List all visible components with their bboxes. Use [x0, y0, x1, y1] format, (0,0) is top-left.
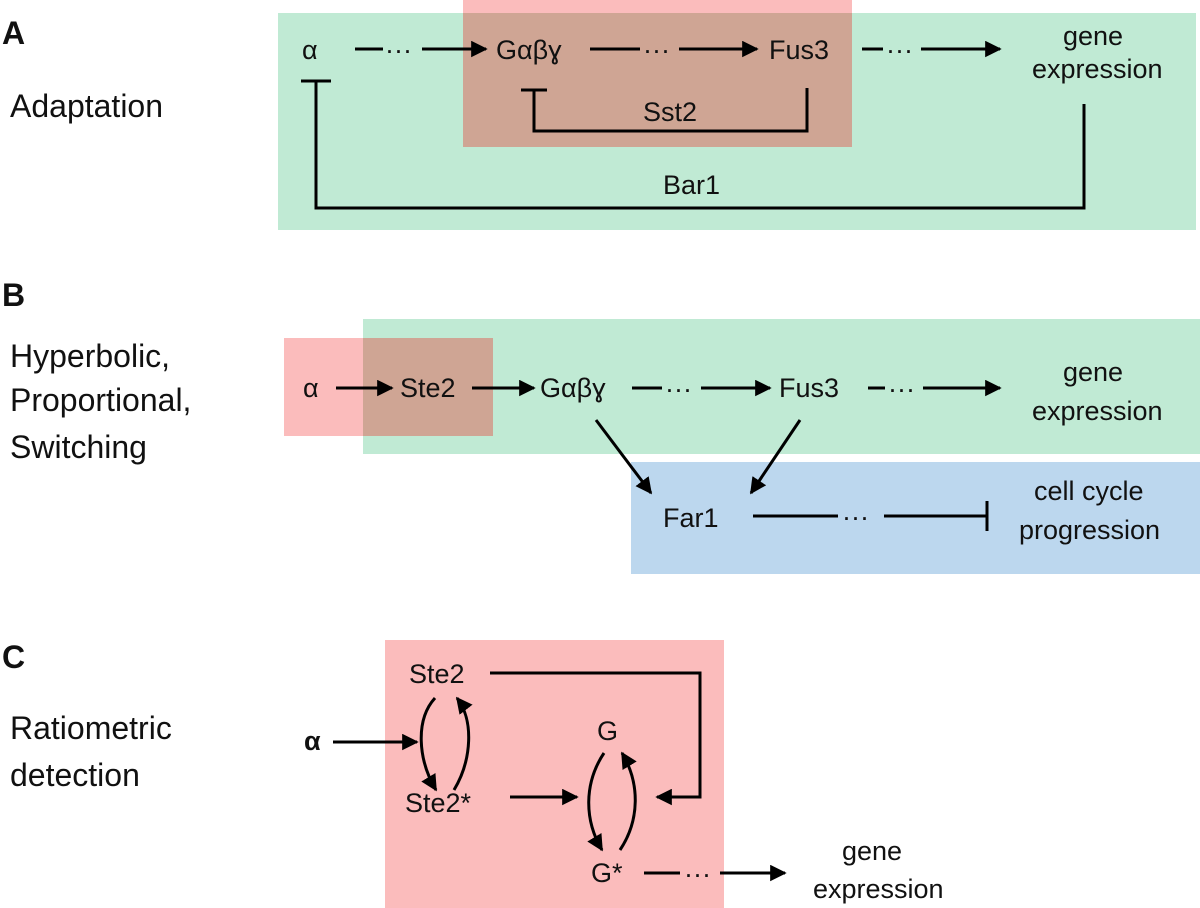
panel-a-letter: A — [2, 15, 25, 51]
node-fus3: Fus3 — [769, 35, 829, 65]
edge-g-activation — [587, 752, 606, 852]
edge-fus3-to-gene: ··· — [868, 374, 1002, 404]
dots: ··· — [888, 374, 915, 404]
node-gabg: Gαβɣ — [496, 35, 562, 65]
edge-ste2-activation — [419, 696, 438, 792]
panel-b-blue-region — [631, 462, 1200, 574]
label-bar1: Bar1 — [663, 170, 720, 200]
dots: ··· — [385, 35, 412, 65]
edge-sst2-inhibition — [532, 88, 809, 133]
node-gene-line1: gene — [842, 836, 902, 866]
node-gene-line2: expression — [1032, 54, 1163, 84]
dots: ··· — [665, 374, 692, 404]
node-g: G — [597, 716, 618, 746]
edge-g-star-to-gene: ··· — [644, 859, 787, 889]
panel-b-label-line1: Hyperbolic, — [10, 338, 170, 374]
node-alpha: α — [304, 726, 321, 756]
node-alpha: α — [302, 35, 318, 65]
edge-gabg-to-fus3: ··· — [632, 374, 772, 404]
edge-fus3-to-far1 — [749, 419, 802, 495]
dots: ··· — [643, 35, 670, 65]
panel-c: C Ratiometric detection α Ste2 Ste2* G G… — [2, 639, 944, 908]
node-ste2: Ste2 — [409, 659, 465, 689]
panel-c-label-line1: Ratiometric — [10, 710, 172, 746]
edge-bar1-inhibition — [314, 81, 1086, 210]
node-cc-line1: cell cycle — [1034, 476, 1144, 506]
node-gene-line1: gene — [1063, 357, 1123, 387]
dots: ··· — [886, 35, 913, 65]
edge-g-reversion — [618, 751, 637, 851]
node-gene-line2: expression — [813, 874, 944, 904]
panel-a-red-region — [463, 0, 852, 13]
edge-ste2-reversion — [452, 696, 473, 791]
edge-gabg-to-fus3: ··· — [590, 35, 759, 65]
panel-c-red-region — [385, 640, 724, 908]
edge-gabg-to-far1 — [594, 419, 653, 495]
node-g-star: G* — [591, 858, 623, 888]
panel-a: A Adaptation α Gαβɣ Fus3 gene expression… — [2, 0, 1196, 230]
dots: ··· — [842, 502, 869, 532]
node-gene-line1: gene — [1063, 21, 1123, 51]
edge-ste2-to-g-cycle — [490, 671, 702, 806]
dots: ··· — [684, 859, 711, 889]
panel-a-overlap-region — [463, 13, 852, 147]
panel-c-letter: C — [2, 639, 25, 675]
panel-b-label-line3: Switching — [10, 429, 147, 465]
panel-c-label-line2: detection — [10, 757, 140, 793]
node-ste2-star: Ste2* — [405, 788, 472, 818]
panel-b-label-line2: Proportional, — [10, 382, 191, 418]
label-sst2: Sst2 — [643, 97, 697, 127]
edge-alpha-to-gabg: ··· — [355, 35, 488, 65]
panel-b-letter: B — [2, 277, 25, 313]
node-alpha: α — [303, 373, 319, 403]
node-far1: Far1 — [663, 503, 719, 533]
edge-fus3-to-gene: ··· — [862, 35, 1002, 65]
node-fus3: Fus3 — [779, 373, 839, 403]
node-gene-line2: expression — [1032, 396, 1163, 426]
node-ste2: Ste2 — [400, 373, 456, 403]
edge-far1-inhibits-cell-cycle: ··· — [753, 501, 989, 532]
node-cc-line2: progression — [1019, 515, 1160, 545]
panel-b: B Hyperbolic, Proportional, Switching α … — [2, 277, 1200, 574]
panel-a-label: Adaptation — [10, 88, 163, 124]
node-gabg: Gαβɣ — [540, 373, 606, 403]
